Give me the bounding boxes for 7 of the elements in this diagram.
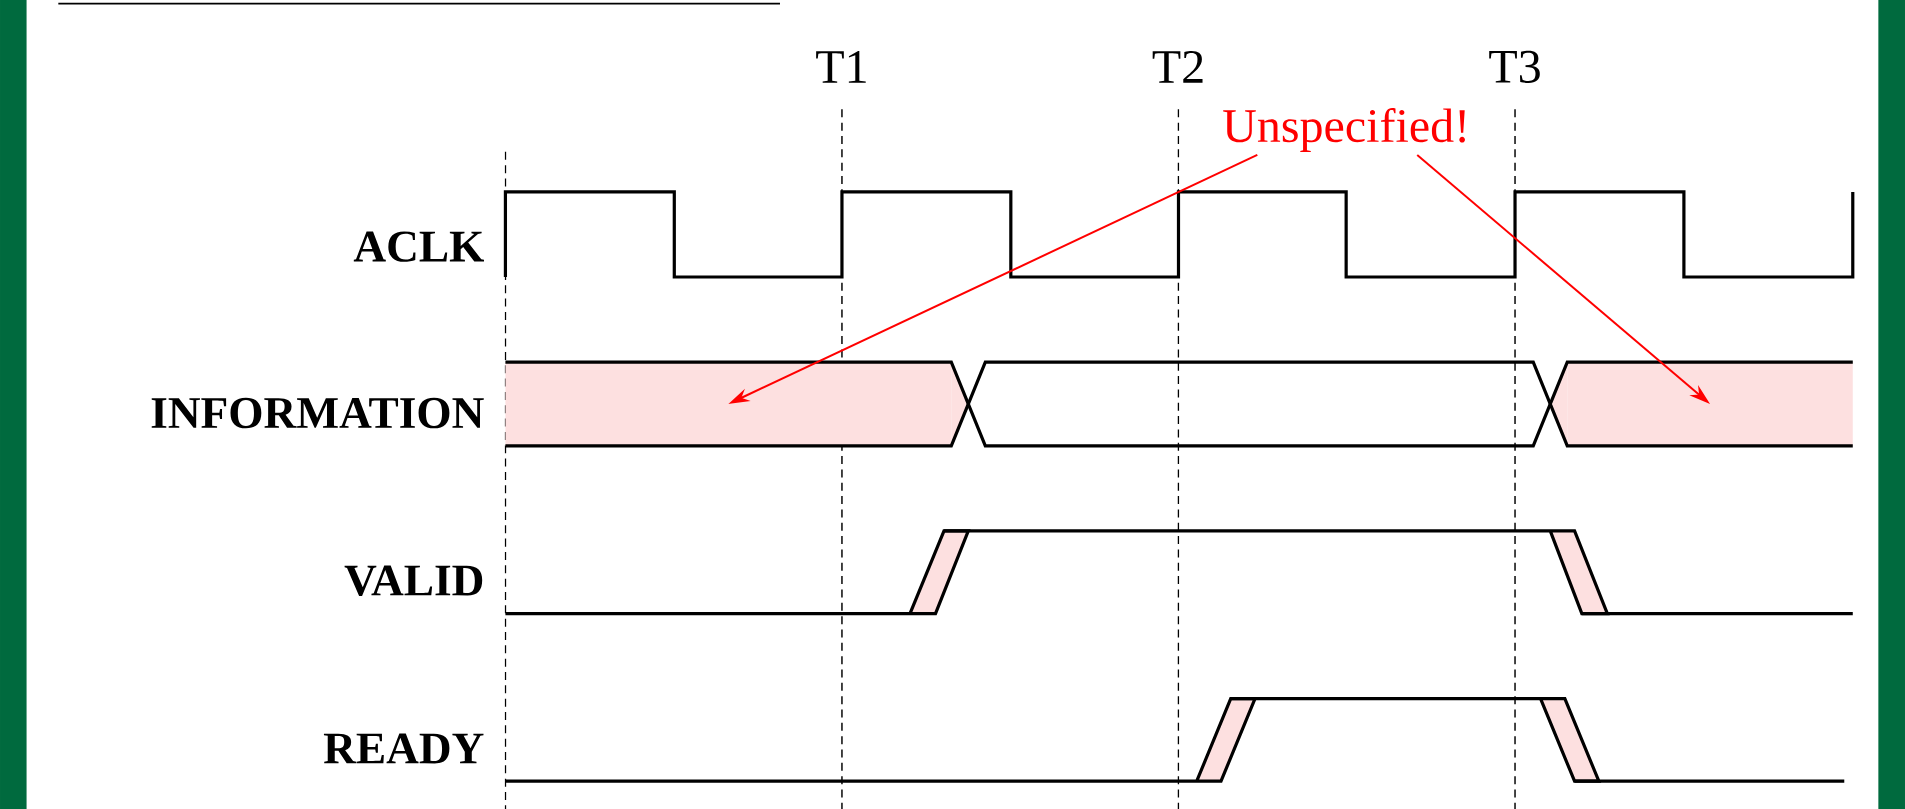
signal-name: READY (323, 733, 484, 764)
time-label: T1 (816, 50, 866, 83)
time-label: T2 (1152, 50, 1203, 83)
signal-name: ACLK (353, 231, 484, 262)
callout-text: Unspecified! (1223, 107, 1465, 152)
time-label: T3 (1489, 50, 1540, 83)
signal-name: VALID (344, 565, 483, 596)
